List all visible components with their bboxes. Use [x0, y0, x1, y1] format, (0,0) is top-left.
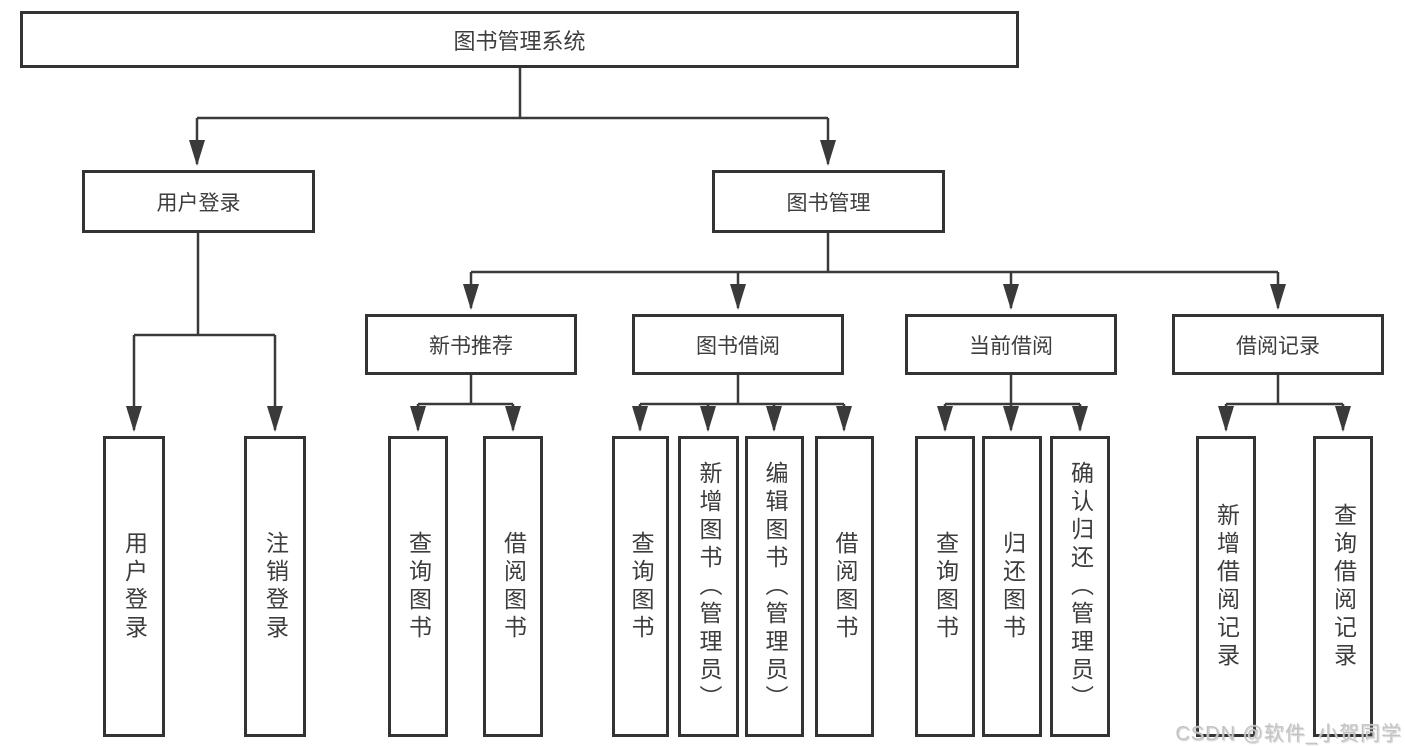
node-borrowing-records: 借阅记录: [1172, 314, 1384, 375]
leaf-return-books: 归还图书: [982, 436, 1042, 737]
node-book-management: 图书管理: [712, 170, 945, 233]
leaf-edit-books-admin: 编辑图书（管理员）: [745, 436, 804, 737]
node-current-borrowing: 当前借阅: [905, 314, 1117, 375]
node-new-book-recommendation: 新书推荐: [365, 314, 577, 375]
node-book-borrowing: 图书借阅: [632, 314, 844, 375]
leaf-borrow-books-borrow: 借阅图书: [815, 436, 874, 737]
leaf-borrow-books-recommend: 借阅图书: [483, 436, 543, 737]
leaf-add-borrow-record: 新增借阅记录: [1196, 436, 1256, 737]
leaf-query-books-current: 查询图书: [915, 436, 975, 737]
leaf-confirm-return-admin: 确认归还（管理员）: [1050, 436, 1110, 737]
node-book-management-system: 图书管理系统: [20, 11, 1019, 68]
leaf-query-books-recommend: 查询图书: [388, 436, 448, 737]
csdn-watermark: CSDN @软件_小贺同学: [1175, 723, 1402, 745]
leaf-logout-login: 注销登录: [244, 436, 306, 737]
leaf-user-login: 用户登录: [103, 436, 165, 737]
leaf-add-books-admin: 新增图书（管理员）: [678, 436, 739, 737]
leaf-query-borrow-record: 查询借阅记录: [1313, 436, 1373, 737]
node-user-login: 用户登录: [82, 170, 315, 233]
leaf-query-books-borrow: 查询图书: [612, 436, 669, 737]
